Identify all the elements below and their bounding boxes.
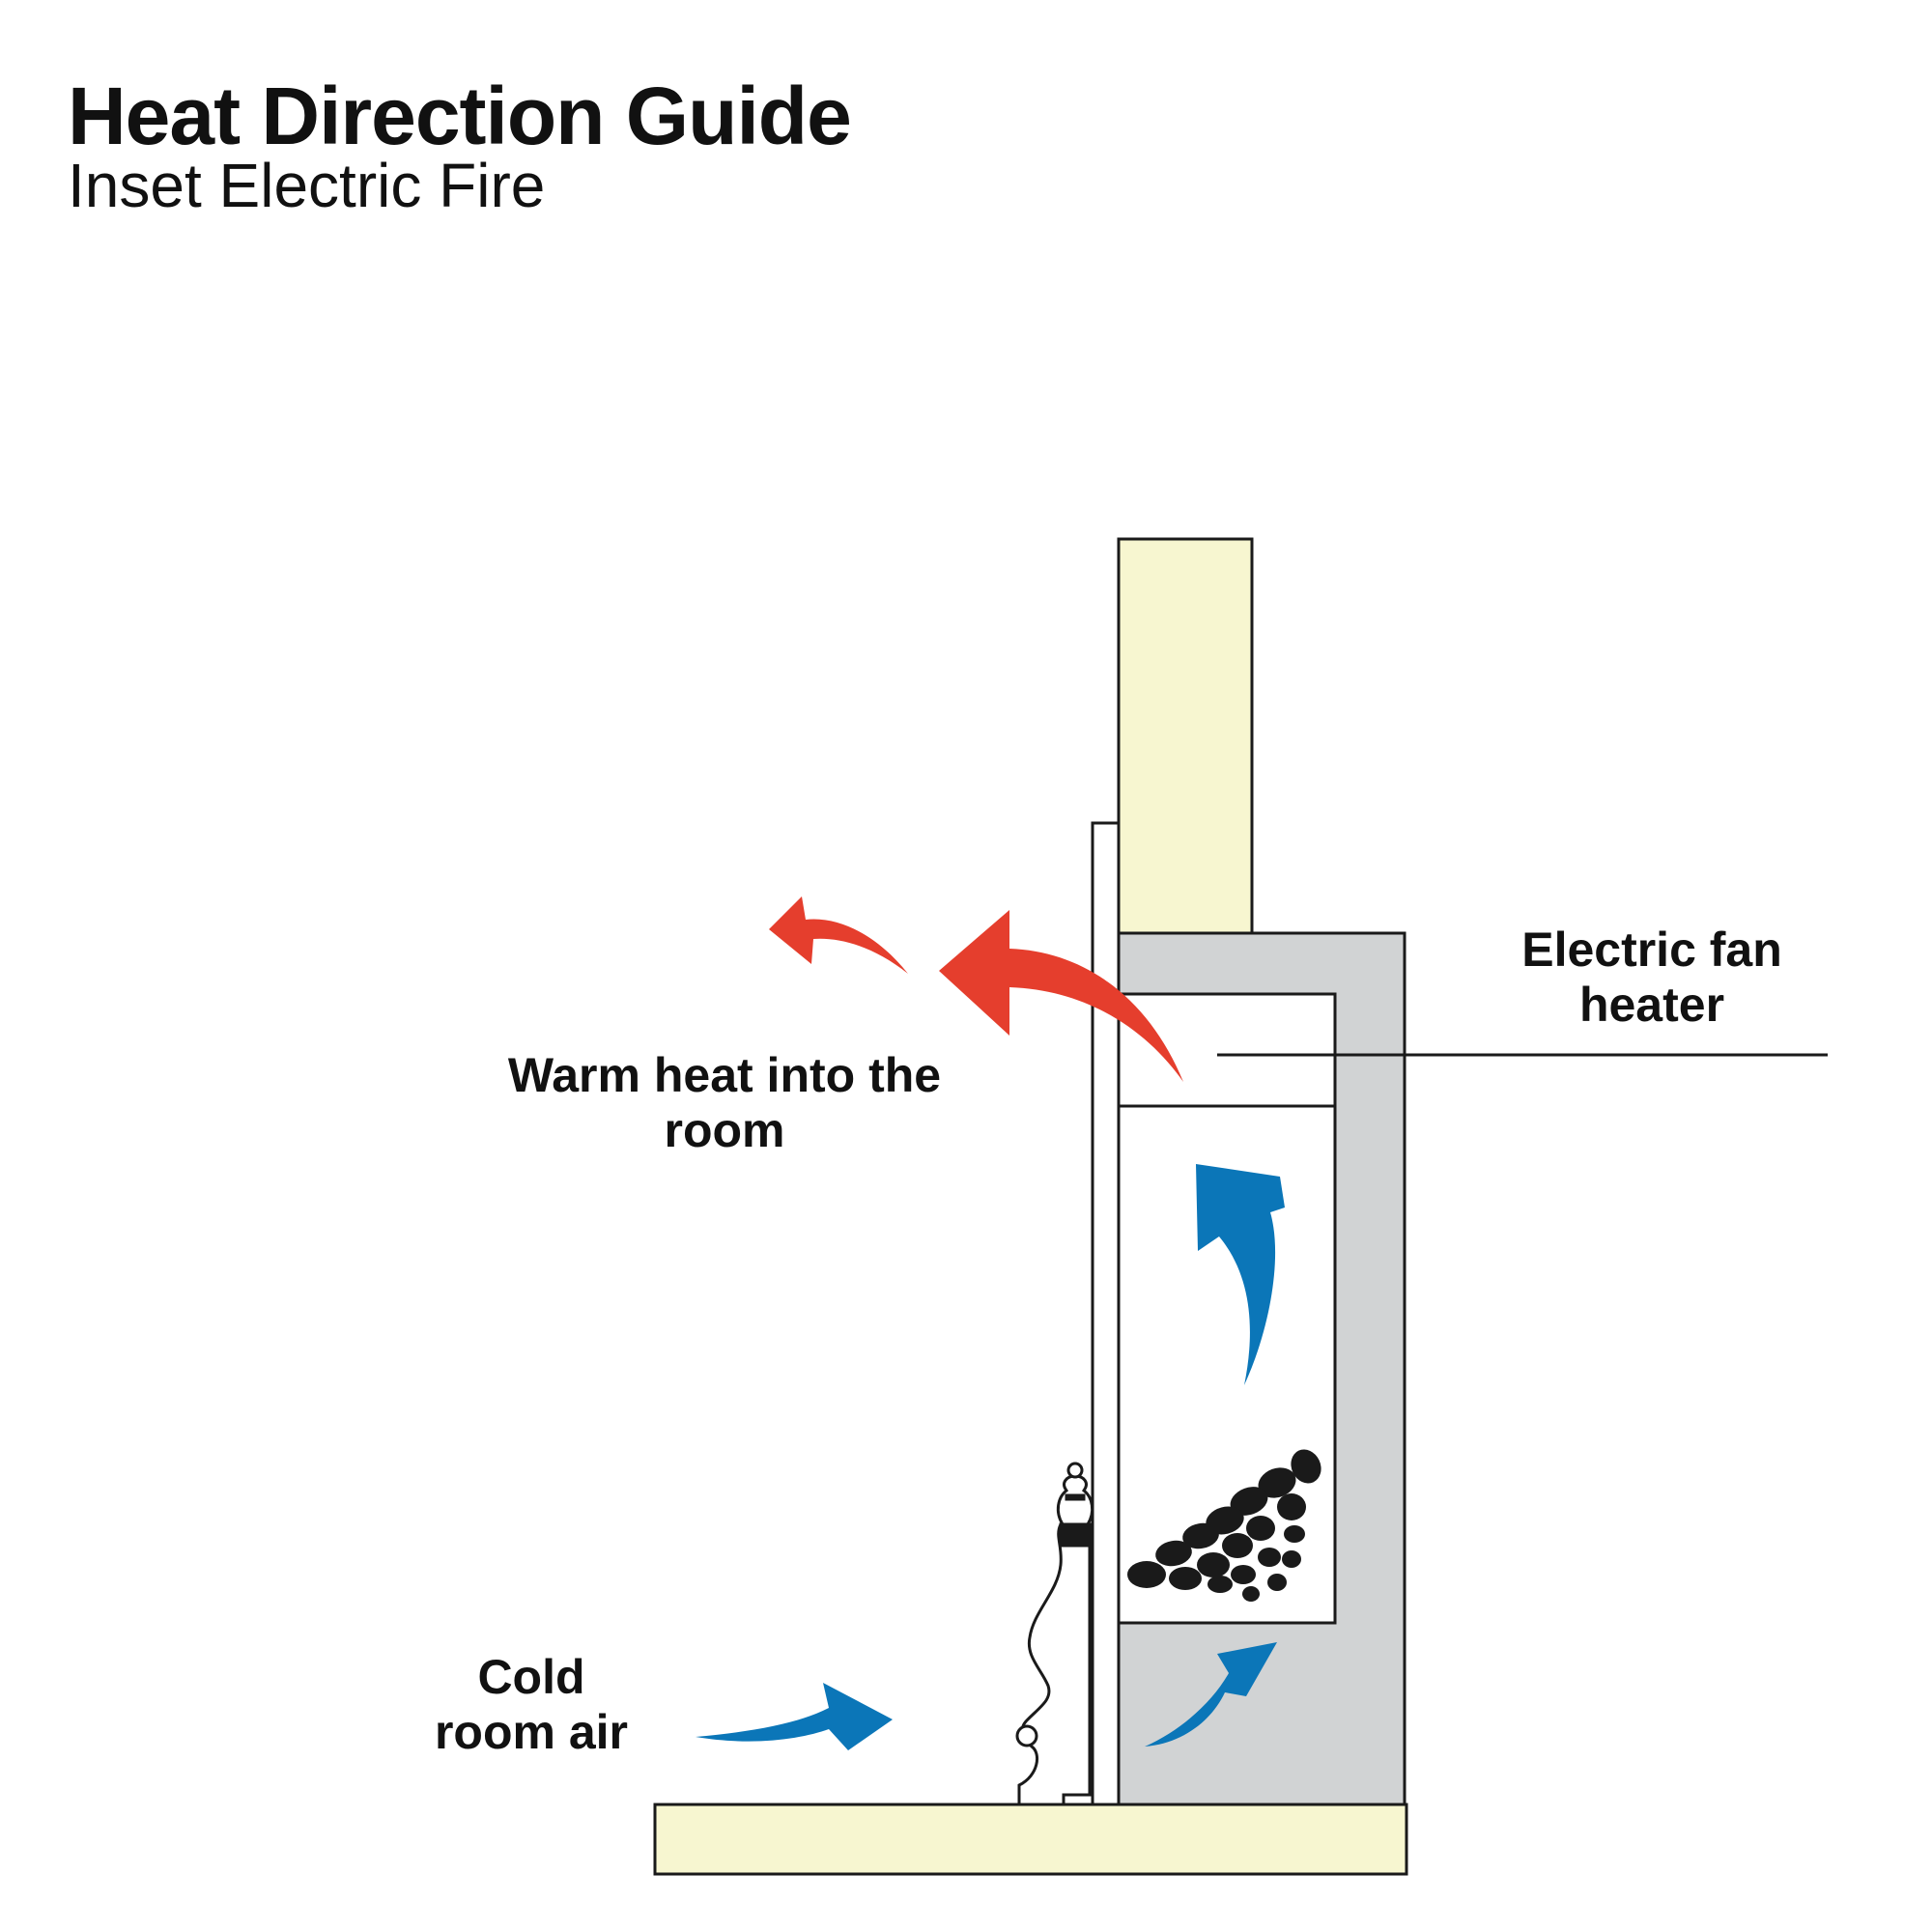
page-subtitle: Inset Electric Fire (68, 151, 546, 220)
chimney-breast (1117, 537, 1254, 937)
floor-hearth (653, 1803, 1408, 1876)
warm-heat-label-line-1: Warm heat into the (507, 1048, 942, 1102)
front-fascia (1091, 821, 1121, 1806)
warm-arrow-small-icon (769, 896, 908, 974)
cold-arrow-bottom-icon (1145, 1642, 1277, 1747)
cold-arrow-left-icon (696, 1683, 893, 1750)
cold-air-label-line-1: Cold (477, 1650, 585, 1704)
fan-heater-label-line-1: Electric fan (1521, 923, 1782, 977)
warm-arrow-large-icon (939, 910, 1183, 1082)
coals-icon (1127, 1449, 1321, 1602)
warm-heat-label-line-2: room (664, 1103, 785, 1157)
page-title: Heat Direction Guide (68, 71, 852, 161)
fan-heater-label-line-2: heater (1578, 978, 1725, 1032)
cold-arrow-rising-icon (1196, 1164, 1285, 1385)
fan-heater-label: Electric fan heater (1488, 923, 1816, 1033)
fender-post-icon (1015, 1462, 1094, 1806)
cold-air-label-line-2: room air (434, 1705, 629, 1759)
fan-heater-box (1117, 992, 1337, 1108)
cold-air-label: Cold room air (406, 1650, 657, 1760)
warm-heat-label: Warm heat into the room (473, 1048, 976, 1158)
